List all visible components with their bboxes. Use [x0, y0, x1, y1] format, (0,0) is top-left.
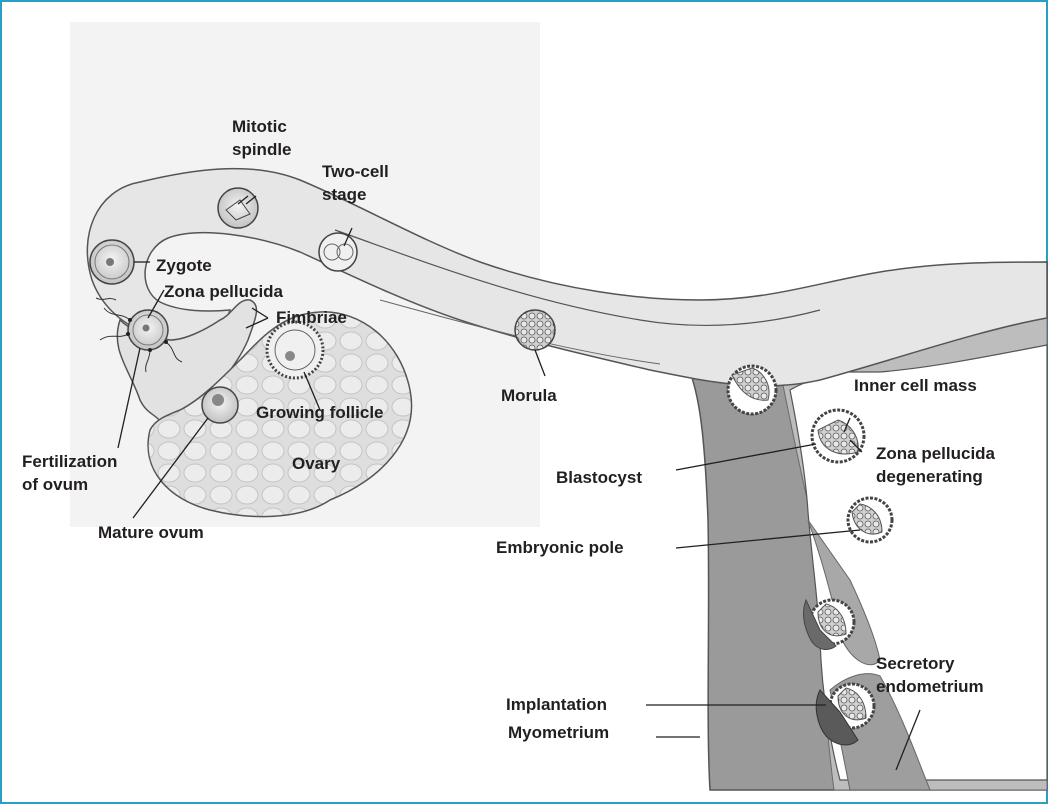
label-mitotic-spindle: Mitotic spindle [232, 115, 292, 161]
mitotic-spindle-cell [218, 188, 258, 228]
label-ovary: Ovary [292, 452, 340, 475]
label-zona-pellucida: Zona pellucida [164, 280, 283, 303]
two-cell-stage [319, 233, 357, 271]
label-morula: Morula [501, 384, 557, 407]
label-fertilization-of-ovum: Fertilization of ovum [22, 450, 117, 496]
morula [515, 310, 555, 350]
label-mitotic-spindle-line2: spindle [232, 138, 292, 161]
label-zygote: Zygote [156, 254, 212, 277]
label-implantation: Implantation [506, 693, 607, 716]
label-embryonic-pole: Embryonic pole [496, 536, 624, 559]
label-fertilization-line2: of ovum [22, 473, 117, 496]
label-two-cell-stage-line1: Two-cell [322, 160, 389, 183]
label-mature-ovum: Mature ovum [98, 521, 204, 544]
label-secretory-endometrium: Secretory endometrium [876, 652, 984, 698]
label-blastocyst: Blastocyst [556, 466, 642, 489]
label-zona-pellucida-degenerating: Zona pellucida degenerating [876, 442, 995, 488]
label-fimbriae: Fimbriae [276, 306, 347, 329]
label-inner-cell-mass: Inner cell mass [854, 374, 977, 397]
label-zona-degenerating-line2: degenerating [876, 465, 995, 488]
label-myometrium: Myometrium [508, 721, 609, 744]
label-fertilization-line1: Fertilization [22, 450, 117, 473]
label-growing-follicle: Growing follicle [256, 401, 384, 424]
label-secretory-line2: endometrium [876, 675, 984, 698]
label-mitotic-spindle-line1: Mitotic [232, 115, 292, 138]
label-two-cell-stage: Two-cell stage [322, 160, 389, 206]
label-secretory-line1: Secretory [876, 652, 984, 675]
label-zona-degenerating-line1: Zona pellucida [876, 442, 995, 465]
label-two-cell-stage-line2: stage [322, 183, 389, 206]
